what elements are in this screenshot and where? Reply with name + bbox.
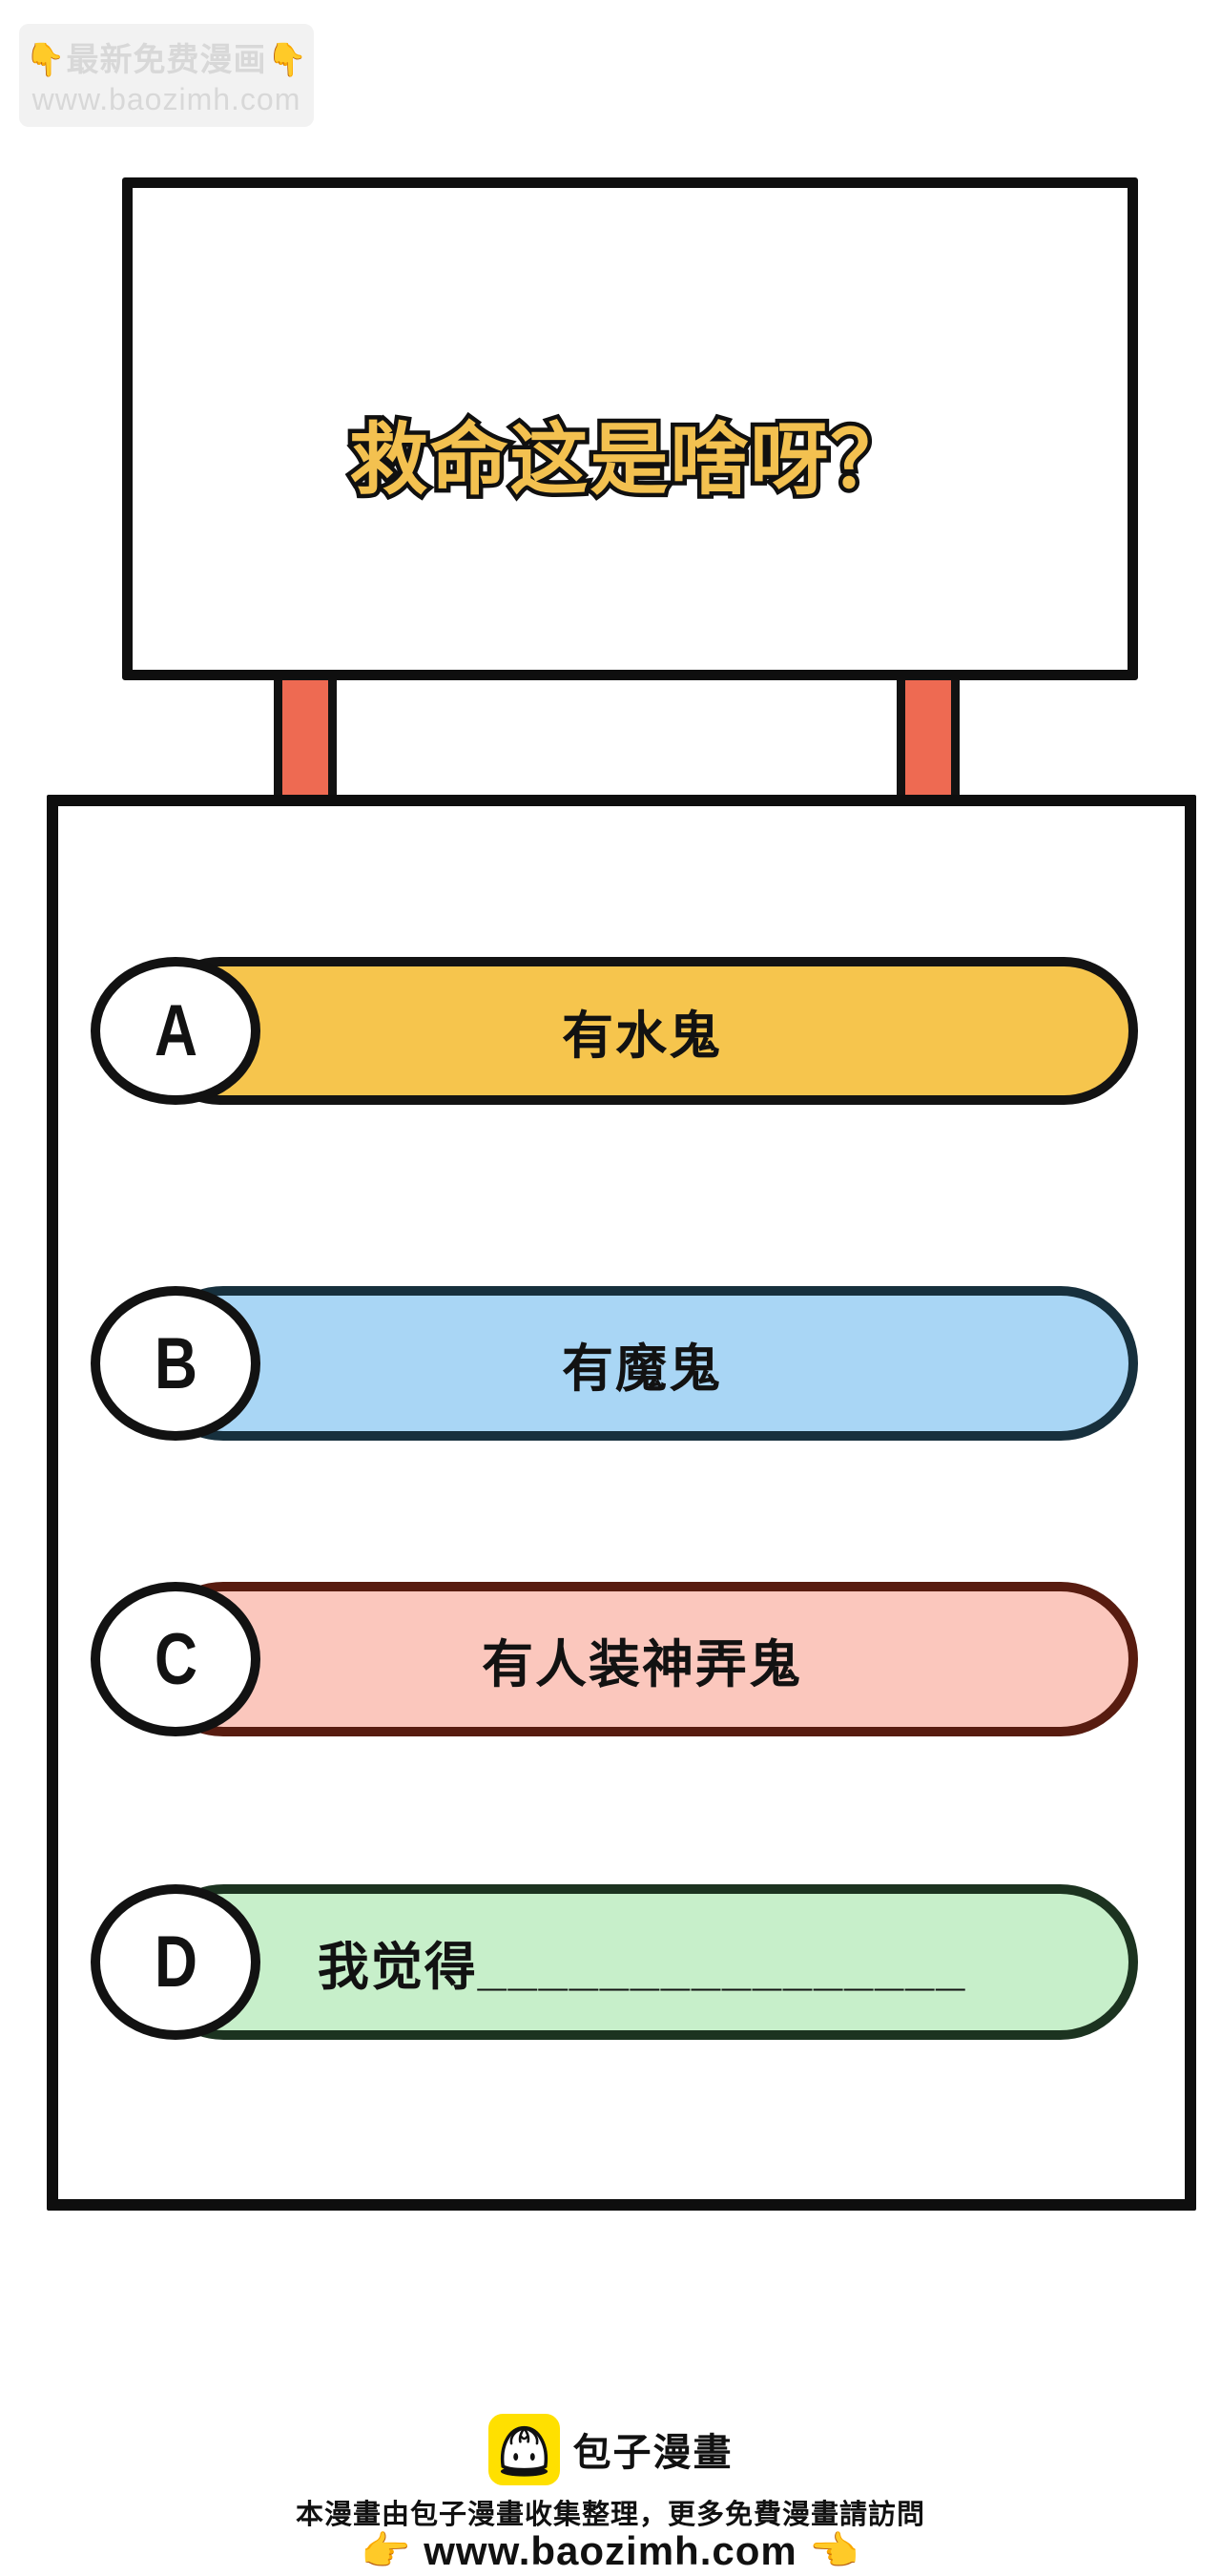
option-a[interactable]: 有水鬼 A	[91, 957, 1138, 1105]
point-right-icon: 👉	[361, 2528, 412, 2573]
option-c-letter: C	[154, 1618, 197, 1700]
option-b-label: 有魔鬼	[562, 1340, 722, 1398]
question-title: 救命这是啥呀？	[345, 413, 913, 509]
option-d-letter-badge: D	[91, 1884, 260, 2040]
option-c-letter-badge: C	[91, 1582, 260, 1736]
option-a-label: 有水鬼	[562, 1008, 722, 1065]
footer-brand-row: 包子漫畫	[0, 2412, 1221, 2486]
option-a-pill[interactable]: 有水鬼	[146, 957, 1138, 1105]
footer-url: www.baozimh.com	[424, 2528, 797, 2573]
option-c-label: 有人装神弄鬼	[482, 1635, 802, 1693]
watermark-badge: 👇最新免费漫画👇 www.baozimh.com	[19, 24, 314, 127]
watermark-url: www.baozimh.com	[31, 82, 301, 116]
option-d-pill[interactable]: 我觉得________________	[146, 1884, 1138, 2040]
option-b-pill[interactable]: 有魔鬼	[146, 1286, 1138, 1441]
option-a-letter: A	[154, 990, 197, 1071]
option-c-pill[interactable]: 有人装神弄鬼	[146, 1582, 1138, 1736]
watermark-title-text: 最新免费漫画	[66, 42, 267, 78]
point-down-icon: 👇	[266, 42, 308, 78]
brand-name: 包子漫畫	[572, 2432, 734, 2474]
option-b-letter-badge: B	[91, 1286, 260, 1441]
sign-post-right	[897, 680, 960, 795]
option-a-letter-badge: A	[91, 957, 260, 1105]
footer-url-row: 👉 www.baozimh.com 👈	[0, 2528, 1221, 2575]
option-b[interactable]: 有魔鬼 B	[91, 1286, 1138, 1441]
question-sign: 救命这是啥呀？	[122, 177, 1138, 680]
watermark-title: 👇最新免费漫画👇	[25, 33, 308, 80]
sign-post-left	[274, 680, 337, 795]
option-d-label: 我觉得________________	[317, 1939, 967, 1996]
option-d-letter: D	[154, 1922, 197, 2003]
baozi-logo-icon	[487, 2413, 560, 2485]
point-down-icon: 👇	[25, 42, 67, 78]
option-d[interactable]: 我觉得________________ D	[91, 1884, 1138, 2040]
option-c[interactable]: 有人装神弄鬼 C	[91, 1582, 1138, 1736]
footer-notice: 本漫畫由包子漫畫收集整理，更多免費漫畫請訪問	[295, 2500, 925, 2530]
point-left-icon: 👈	[809, 2528, 860, 2573]
option-b-letter: B	[154, 1322, 197, 1404]
